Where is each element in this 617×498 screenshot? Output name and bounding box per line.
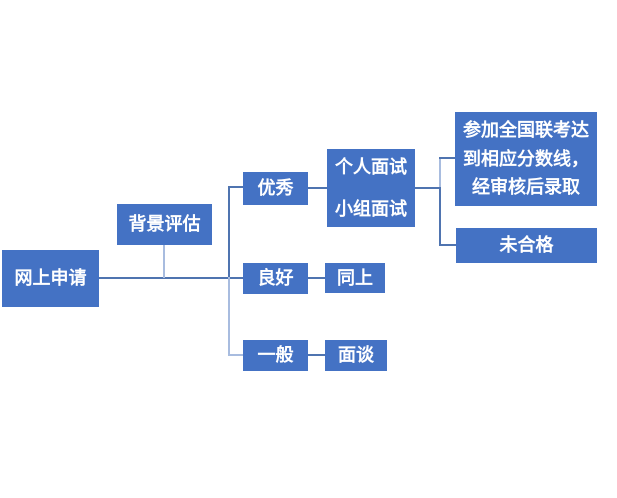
connector-exam-stub xyxy=(439,157,456,159)
connector-right-vertical-bottom xyxy=(439,187,441,246)
connector-right-vertical-top xyxy=(439,157,441,188)
node-online-application: 网上申请 xyxy=(2,250,99,307)
node-good: 良好 xyxy=(243,263,308,294)
connector-average-stub xyxy=(228,354,244,356)
connector-average-talk xyxy=(308,354,325,356)
connector-not-qualified-stub xyxy=(439,244,457,246)
connector-branch-vertical-top xyxy=(228,186,230,279)
connector-background-evaluation xyxy=(163,245,165,278)
node-average: 一般 xyxy=(243,340,308,371)
connector-main-horizontal xyxy=(99,277,244,279)
connector-excellent-interviews xyxy=(308,187,327,189)
connector-interviews-junction xyxy=(415,187,440,189)
connector-branch-vertical-bottom xyxy=(228,277,230,356)
node-exam-admission: 参加全国联考达到相应分数线，经审核后录取 xyxy=(455,112,597,206)
node-same-as-above: 同上 xyxy=(325,263,385,293)
node-interviews-line1: 个人面试 xyxy=(335,156,407,177)
node-interviews: 个人面试 小组面试 xyxy=(327,149,415,227)
connector-good-same xyxy=(308,277,325,279)
node-excellent: 优秀 xyxy=(243,172,308,205)
node-background-evaluation: 背景评估 xyxy=(117,204,212,245)
node-talk: 面谈 xyxy=(325,340,387,371)
node-interviews-line2: 小组面试 xyxy=(335,199,407,219)
node-not-qualified: 未合格 xyxy=(456,228,597,263)
connector-excellent-stub xyxy=(228,186,244,188)
